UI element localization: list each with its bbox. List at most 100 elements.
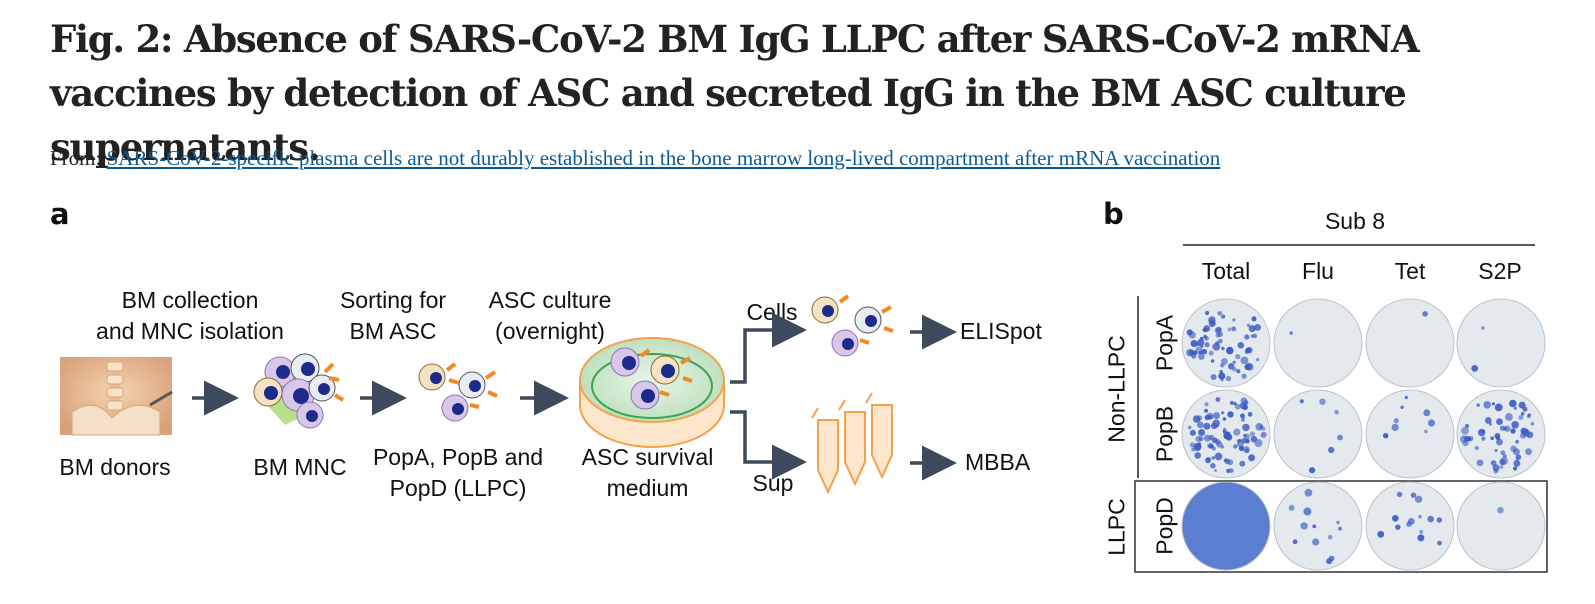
elispot-spot [1240, 417, 1246, 422]
elispot-spot [1218, 372, 1226, 380]
culture-dish [579, 337, 725, 448]
elispot-spot [1204, 408, 1208, 413]
elispot-spot [1503, 427, 1507, 431]
elispot-spot [1300, 522, 1308, 530]
elispot-spot [1236, 369, 1241, 374]
elispot-spot [1513, 466, 1518, 471]
elispot-spot [1198, 353, 1205, 360]
elispot-spot [1239, 460, 1246, 467]
step4-top-line2: (overnight) [495, 318, 605, 344]
elispot-spot [1251, 316, 1257, 322]
elispot-spot [1391, 423, 1399, 431]
elispot-spot [1204, 342, 1210, 348]
elispot-well-grid [1181, 298, 1546, 571]
elispot-spot [1233, 428, 1241, 436]
elispot-spot [1338, 526, 1342, 531]
elispot-spot [1260, 431, 1267, 438]
elispot-spot [1261, 426, 1266, 431]
elispot-spot [1220, 378, 1224, 382]
elispot-spot [1312, 524, 1317, 529]
elispot-spot [1326, 558, 1333, 565]
cells-group [811, 294, 894, 357]
elispot-spot [1243, 400, 1249, 406]
elispot-spot [1193, 444, 1201, 452]
elispot-spot [1513, 459, 1521, 467]
elispot-spot [1214, 452, 1223, 461]
elispot-spot [1437, 540, 1442, 546]
elispot-spot [1414, 495, 1423, 503]
elispot-spot [1188, 425, 1192, 430]
elispot-spot [1427, 419, 1436, 427]
step4-top-line1: ASC culture [488, 287, 612, 313]
elispot-spot [1227, 459, 1234, 466]
elispot-spot [1233, 402, 1237, 406]
elispot-spot [1484, 417, 1492, 424]
elispot-spot [1254, 439, 1263, 447]
elispot-spot [1477, 428, 1486, 437]
elispot-spot [1383, 433, 1389, 439]
elispot-spot [1214, 327, 1222, 334]
elispot-spot [1392, 515, 1399, 522]
col-header-tet: Tet [1394, 258, 1426, 284]
llpc-row-box [1134, 480, 1548, 573]
elispot-spot [1424, 429, 1428, 434]
elispot-spot [1186, 329, 1193, 336]
elispot-spot [1215, 397, 1221, 402]
source-article-link[interactable]: SARS-CoV-2-specific plasma cells are not… [106, 146, 1221, 170]
elispot-spot [1232, 360, 1236, 364]
output-mbba-label: MBBA [965, 449, 1031, 475]
elispot-spot [1462, 440, 1469, 447]
figure-title: Fig. 2: Absence of SARS-CoV-2 BM IgG LLP… [50, 17, 1420, 169]
elispot-spot [1210, 374, 1217, 380]
elispot-spot [1244, 364, 1251, 371]
elispot-spot [1222, 417, 1227, 421]
well-popd-total [1181, 481, 1271, 571]
panel-a-letter: a [50, 197, 70, 231]
elispot-spot [1206, 412, 1214, 420]
elispot-spot [1464, 423, 1470, 429]
elispot-spot [1231, 326, 1237, 332]
elispot-spot [1191, 447, 1195, 452]
col-header-flu: Flu [1302, 258, 1334, 284]
elispot-spot [1219, 369, 1223, 374]
row-label-popa: PopA [1151, 314, 1178, 372]
output-elispot-label: ELISpot [960, 318, 1042, 344]
elispot-spot [1198, 429, 1206, 436]
elispot-spot [1211, 456, 1215, 460]
step4-bottom-label: ASC survival medium [565, 442, 730, 504]
bm-mnc-cluster [253, 353, 345, 429]
elispot-spot [1245, 347, 1251, 354]
group-label-llpc: LLPC [1103, 498, 1130, 556]
elispot-spot [1515, 456, 1520, 461]
arrow-to-sup [730, 410, 807, 480]
elispot-spot [1220, 363, 1225, 368]
elispot-spot [1186, 349, 1194, 357]
elispot-spot [1407, 518, 1415, 525]
elispot-spot [1241, 373, 1247, 379]
elispot-spot [1202, 328, 1207, 332]
elispot-spot [1229, 400, 1234, 405]
group-label-non-llpc: Non-LLPC [1103, 335, 1130, 443]
step1-top-line2: and MNC isolation [96, 318, 284, 344]
elispot-spot [1217, 311, 1222, 316]
elispot-spot [1419, 529, 1424, 534]
elispot-spot [1525, 429, 1529, 433]
step3-bottom-line1: PopA, PopB and [372, 444, 544, 470]
elispot-spot [1246, 323, 1251, 327]
elispot-spot [1334, 410, 1339, 415]
elispot-spot [1237, 342, 1245, 349]
col-header-total: Total [1201, 258, 1251, 284]
elispot-spot [1299, 399, 1304, 404]
elispot-spot [1400, 405, 1404, 409]
elispot-spot [1418, 514, 1422, 519]
process-arrows [192, 312, 957, 481]
elispot-spot [1436, 517, 1443, 523]
elispot-spot [1500, 456, 1509, 465]
elispot-spot [1377, 530, 1385, 538]
elispot-spot [1518, 415, 1524, 420]
elispot-spot [1204, 336, 1209, 341]
elispot-spot [1238, 445, 1244, 452]
elispot-spot [1190, 340, 1198, 347]
sorted-asc-cells [418, 362, 498, 422]
